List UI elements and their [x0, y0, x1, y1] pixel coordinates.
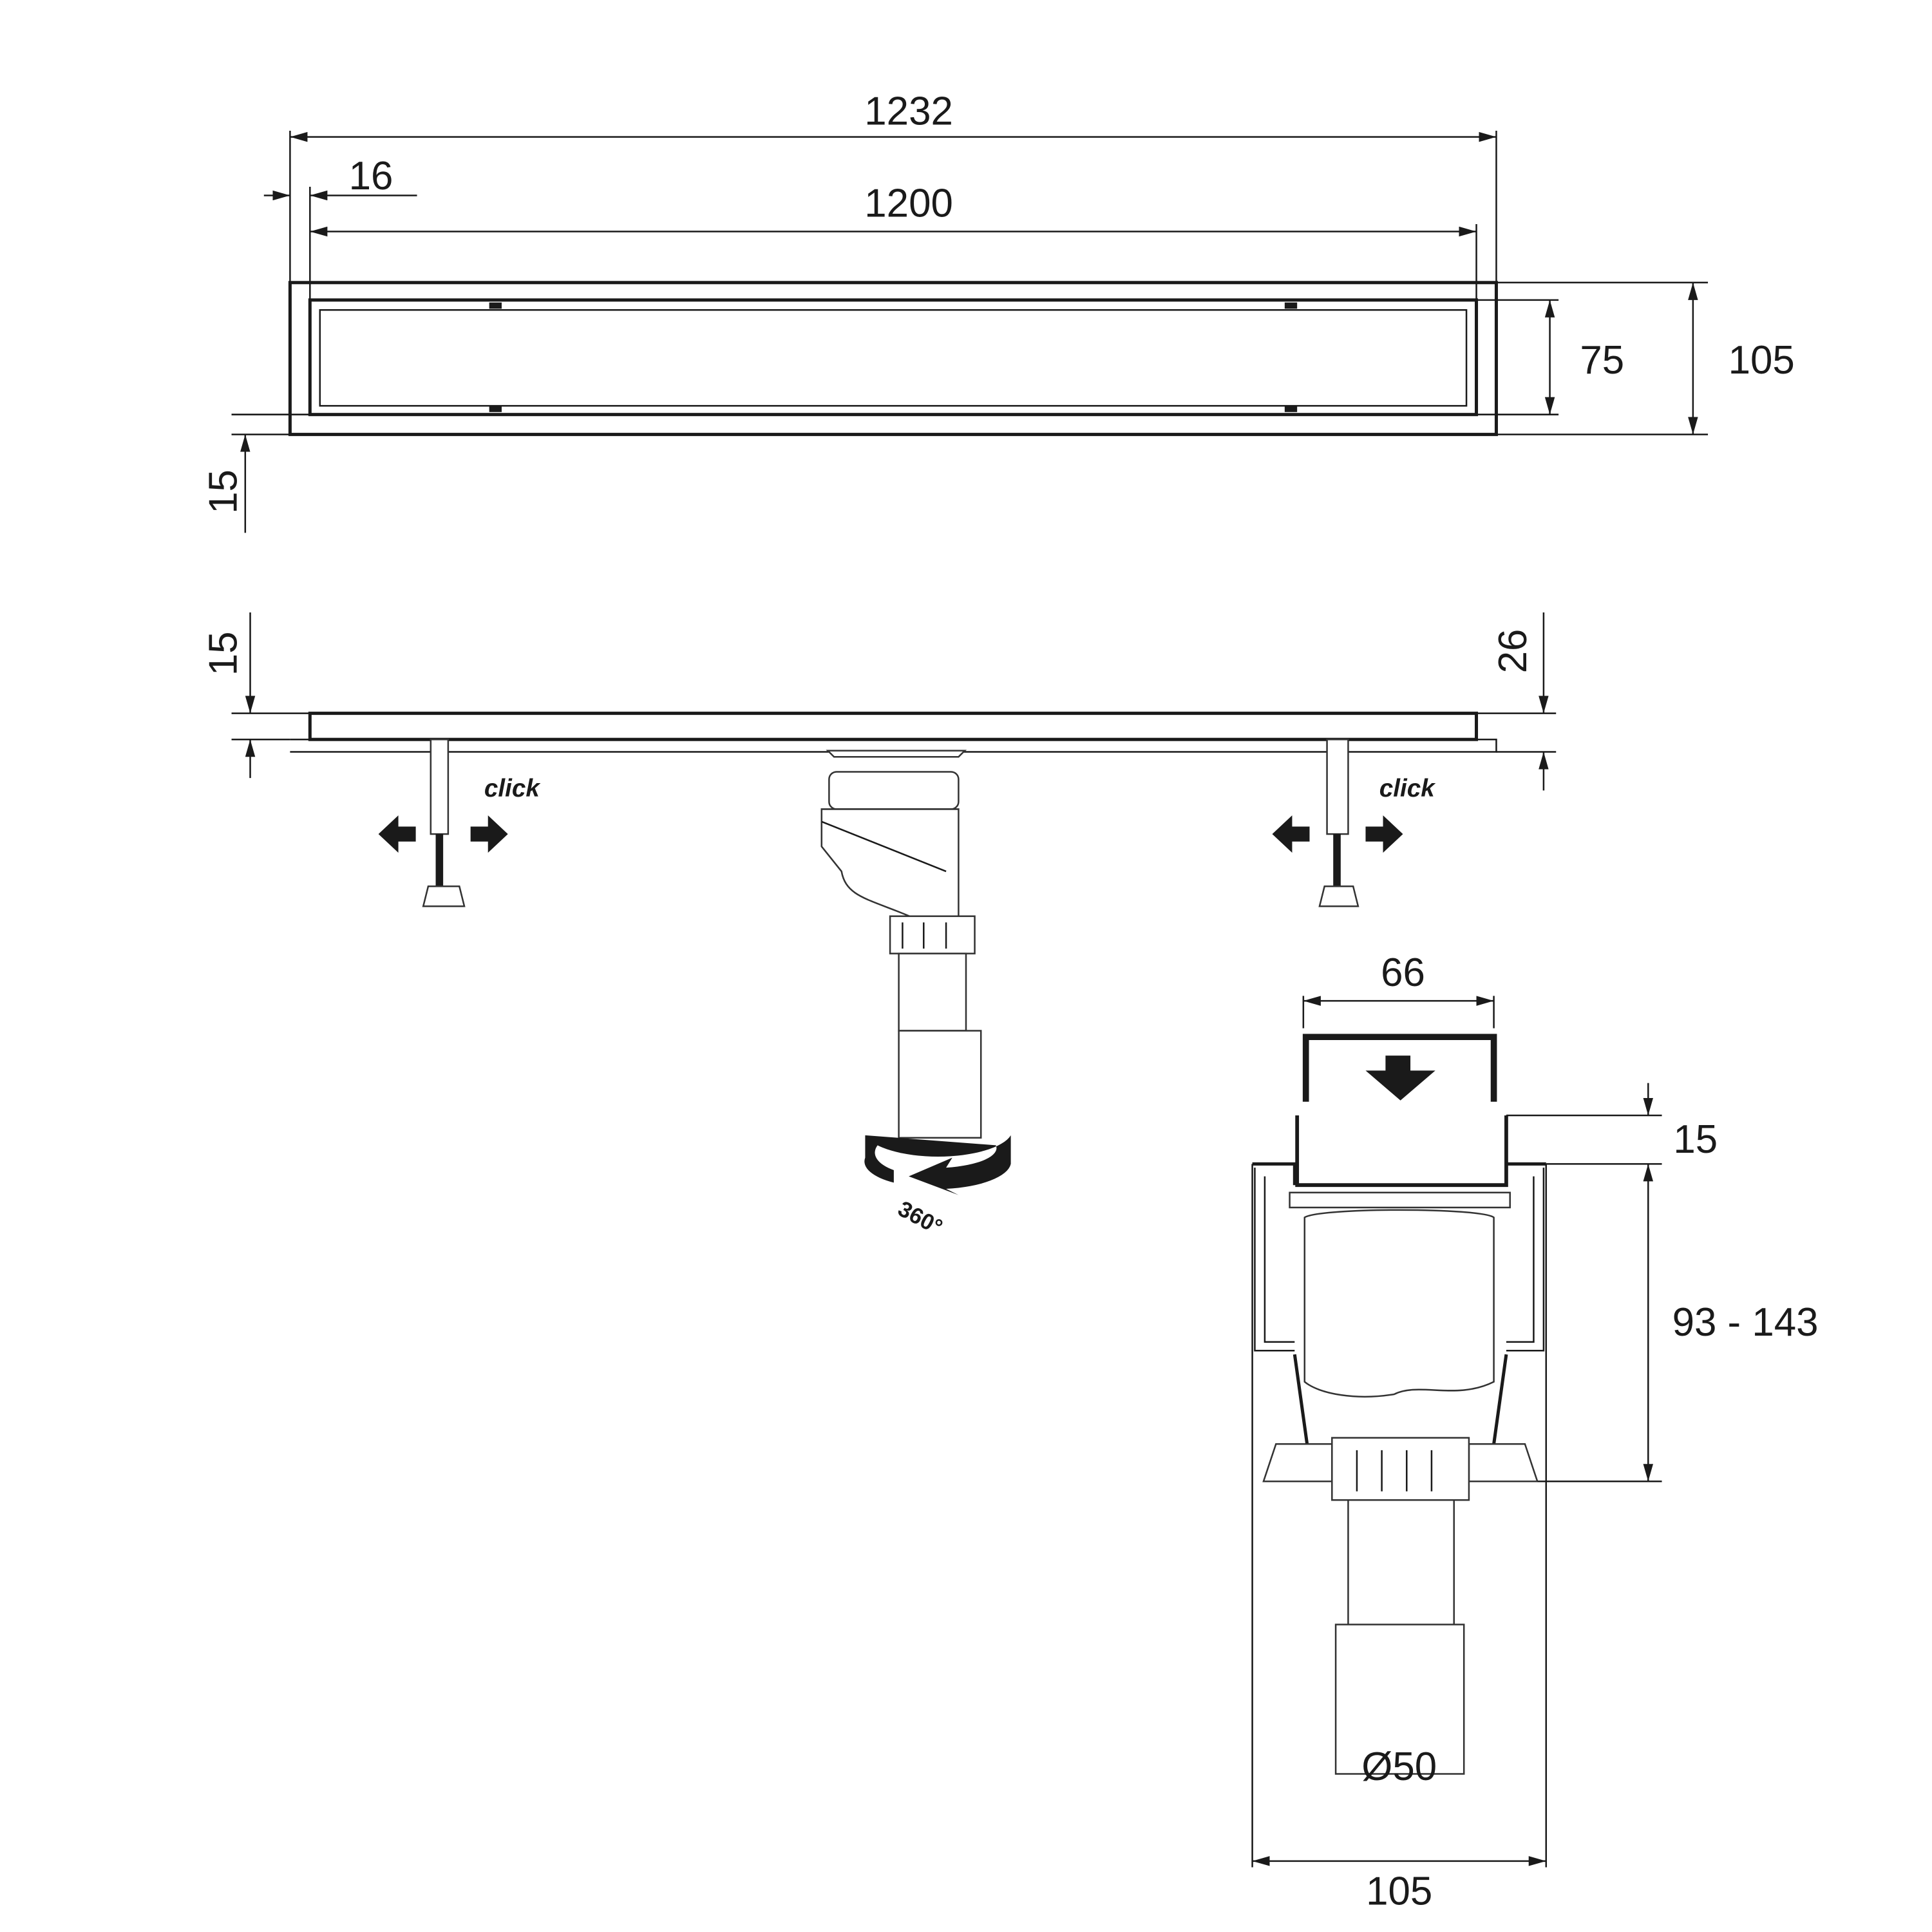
click-label: click: [1379, 775, 1436, 802]
adjustable-leg-right: click: [1272, 738, 1436, 907]
dimension-grate-length: 1200: [864, 181, 953, 225]
dimension-section-top-height: 15: [1673, 1117, 1718, 1162]
adjustable-leg-left: click: [378, 738, 541, 907]
arrow-right-icon: [470, 815, 508, 853]
grate-insert: [1302, 1034, 1497, 1102]
dimension-overall-length: 1232: [864, 89, 953, 133]
dimension-flange-width: 16: [349, 154, 393, 198]
trap-body: [1303, 1209, 1495, 1397]
dimension-section-grate-width: 66: [1381, 951, 1425, 995]
dimension-overall-width: 105: [1728, 338, 1795, 383]
arrow-left-icon: [1272, 815, 1310, 853]
click-label: click: [484, 775, 541, 802]
dimension-right-height: 26: [1491, 629, 1535, 674]
dimension-height-range: 93 - 143: [1672, 1300, 1819, 1345]
side-view: 15 26 click click 360°: [201, 612, 1557, 1240]
grate-frame: [308, 298, 1479, 417]
dimension-flange-offset: 15: [201, 469, 245, 514]
dimension-top-height: 15: [201, 631, 245, 676]
dimension-grate-width: 75: [1580, 338, 1624, 383]
outlet-pipe: [1334, 1624, 1465, 1775]
dimension-pipe-diameter: Ø50: [1361, 1745, 1437, 1789]
channel-outline: [288, 281, 1498, 437]
drain-trap: 360°: [820, 750, 1011, 1240]
arrow-right-icon: [1365, 815, 1403, 853]
arrow-down-icon: [1365, 1056, 1435, 1101]
rotation-arrow-icon: [865, 1135, 1011, 1195]
dimension-section-overall-width: 105: [1366, 1869, 1432, 1913]
arrow-left-icon: [378, 815, 416, 853]
top-view: 1232 16 1200 75 105 15: [201, 89, 1795, 533]
channel-body: [308, 712, 1479, 741]
rotation-label: 360°: [894, 1197, 946, 1240]
section-view: 66 Ø50 15 93 - 143 105: [1251, 951, 1819, 1913]
grate-panel: [319, 309, 1468, 407]
